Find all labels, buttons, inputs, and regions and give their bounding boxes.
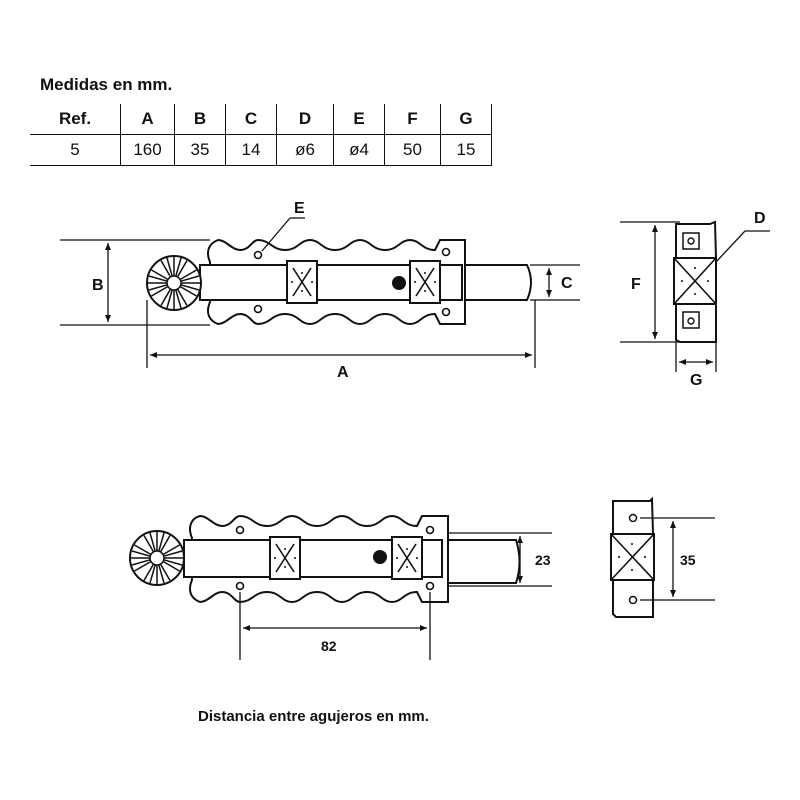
table-header-cell: A (120, 104, 175, 135)
keeper-bottom-dimensions (640, 517, 715, 601)
table-cell: 14 (225, 134, 277, 166)
table-row: 5 160 35 14 ø6 ø4 50 15 (30, 134, 492, 166)
top-dimensions (60, 217, 580, 368)
bolt-height-label: 23 (535, 552, 551, 568)
bolt-top-view (146, 238, 532, 326)
table-cell: 15 (440, 134, 492, 166)
label-e: E (294, 200, 305, 217)
keeper-top-view (673, 220, 718, 343)
table-cell: 35 (174, 134, 226, 166)
table-cell: 160 (120, 134, 175, 166)
table-cell: 5 (30, 134, 121, 166)
keeper-height-label: 35 (680, 552, 696, 568)
bolt-bottom-view (129, 514, 521, 604)
table-header-cell: F (384, 104, 441, 135)
keeper-top-dimensions (620, 221, 770, 372)
label-f: F (631, 276, 641, 293)
keeper-bottom-view (610, 496, 655, 618)
table-cell: ø4 (333, 134, 385, 166)
label-c: C (561, 275, 573, 292)
hole-distance-label: 82 (321, 638, 337, 654)
table-header-row: Ref. A B C D E F G (30, 104, 492, 135)
table-header-cell: E (333, 104, 385, 135)
footer-caption: Distancia entre agujeros en mm. (198, 708, 429, 725)
label-g: G (690, 372, 702, 389)
bottom-dimensions (239, 532, 552, 660)
table-cell: 50 (384, 134, 441, 166)
table-header-cell: G (440, 104, 492, 135)
table-header-cell: C (225, 104, 277, 135)
table-header-cell: D (276, 104, 334, 135)
label-a: A (337, 364, 349, 381)
table-cell: ø6 (276, 134, 334, 166)
label-d: D (754, 210, 766, 227)
table-header-cell: Ref. (30, 104, 121, 135)
table-header-cell: B (174, 104, 226, 135)
page-title: Medidas en mm. (40, 75, 173, 94)
dimensions-table: Ref. A B C D E F G 5 160 35 14 ø6 ø4 50 … (30, 104, 492, 166)
label-b: B (92, 277, 104, 294)
